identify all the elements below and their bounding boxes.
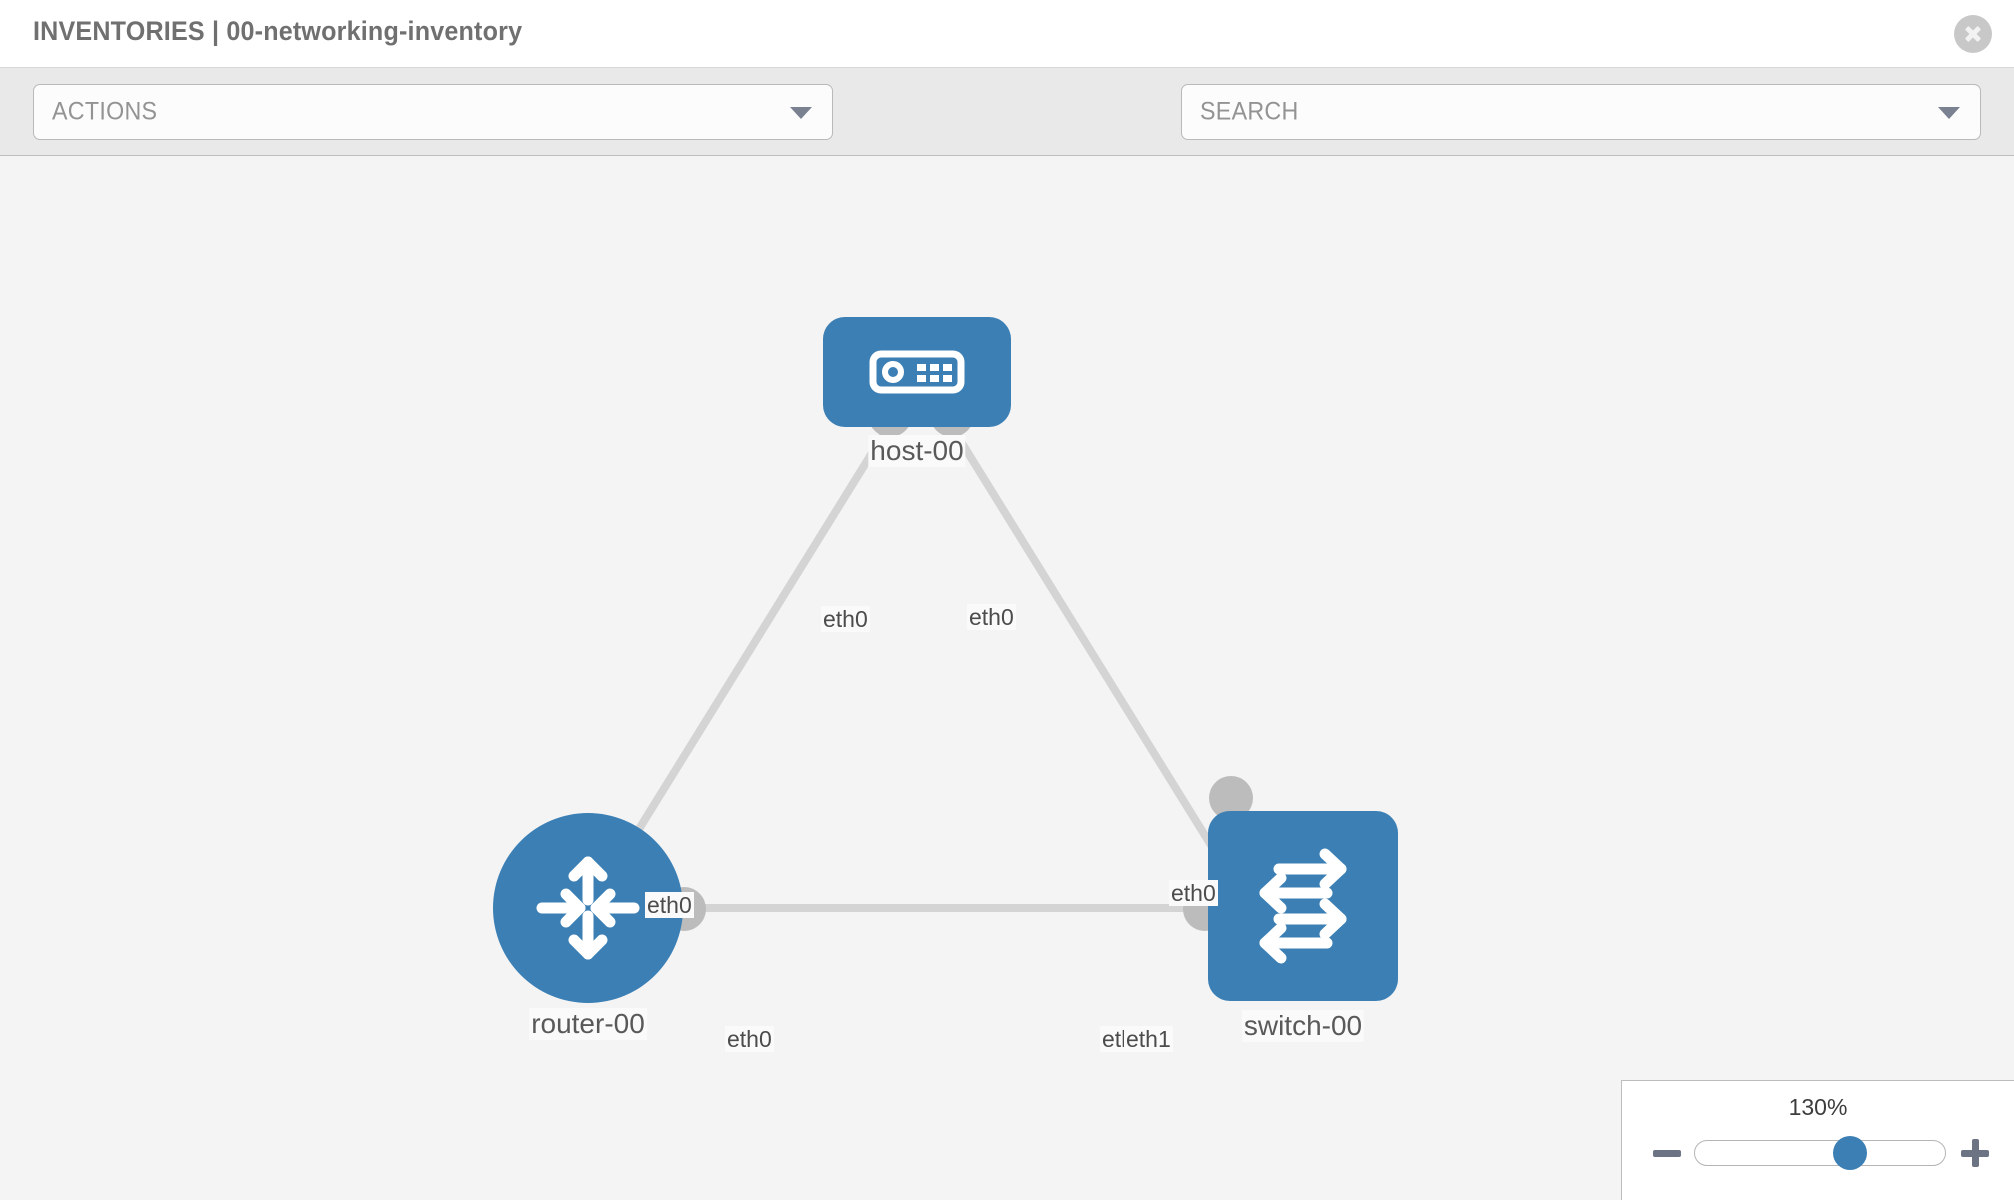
search-placeholder: SEARCH	[1200, 97, 1299, 126]
zoom-slider-row	[1622, 1133, 2014, 1173]
node-label-router-00: router-00	[529, 1008, 647, 1040]
actions-dropdown-label: ACTIONS	[52, 97, 158, 126]
actions-dropdown[interactable]: ACTIONS	[33, 84, 833, 140]
page-title: INVENTORIES | 00-networking-inventory	[33, 16, 523, 46]
switch-bidirectional-arrows-icon	[1208, 811, 1398, 1001]
link-host-router	[596, 416, 897, 895]
iface-label-host-left: eth0	[821, 606, 870, 633]
zoom-in-button[interactable]	[1961, 1139, 1989, 1167]
title-bar: INVENTORIES | 00-networking-inventory	[0, 0, 2014, 68]
topology-node-switch-00[interactable]: switch-00	[1208, 811, 1398, 1042]
zoom-level-label: 130%	[1788, 1094, 1848, 1120]
toolbar: ACTIONS SEARCH	[0, 68, 2014, 198]
link-host-switch	[943, 416, 1244, 895]
iface-label-switch-left: eth1	[1124, 1026, 1173, 1053]
iface-label-switch-up: eth0	[1169, 880, 1218, 907]
chevron-down-icon	[1938, 107, 1960, 119]
iface-label-router-up: eth0	[645, 892, 694, 919]
topology-links	[596, 416, 1244, 912]
iface-label-router-right: eth0	[725, 1026, 774, 1053]
node-label-host-00: host-00	[868, 435, 966, 467]
zoom-control-panel: 130%	[1621, 1080, 2014, 1200]
zoom-slider-track[interactable]	[1694, 1136, 1946, 1170]
iface-label-host-right: eth0	[967, 604, 1016, 631]
topology-canvas[interactable]: host-00	[0, 157, 2014, 1200]
node-label-switch-00: switch-00	[1241, 1010, 1365, 1042]
search-input[interactable]: SEARCH	[1181, 84, 1981, 140]
close-icon[interactable]	[1954, 15, 1992, 53]
zoom-slider-thumb[interactable]	[1833, 1136, 1867, 1170]
topology-node-host-00[interactable]: host-00	[823, 317, 1011, 467]
chevron-down-icon	[790, 107, 812, 119]
zoom-out-button[interactable]	[1653, 1139, 1681, 1167]
server-device-icon	[823, 317, 1011, 427]
